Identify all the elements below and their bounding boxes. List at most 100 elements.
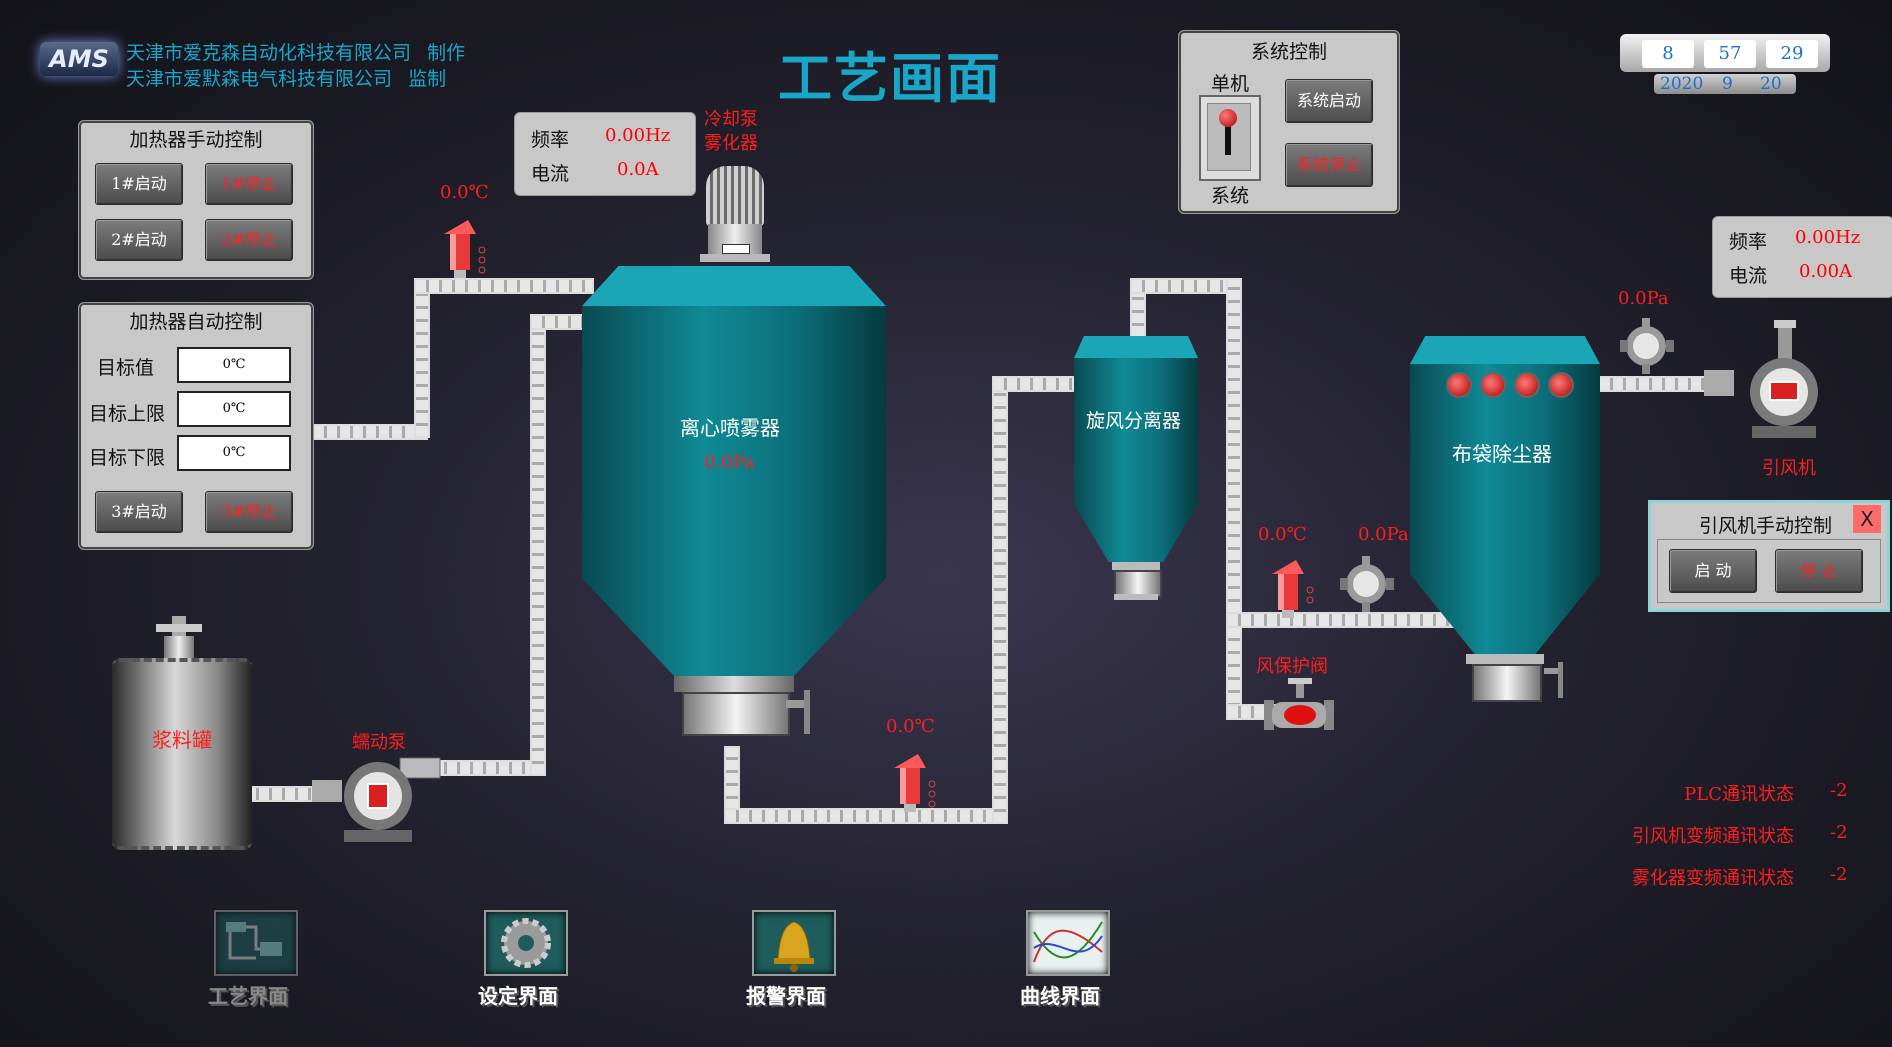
sprayer-pressure: 0.0Pa [704,452,755,473]
status-label-fan-vfd: 引风机变频通讯状态 [1632,826,1794,847]
cyclone-label: 旋风分离器 [1086,410,1182,432]
atomizer-current-label: 电流 [531,163,570,185]
fan-start-button[interactable]: 启 动 [1669,549,1757,593]
nav-process[interactable]: 工艺界面 [208,910,308,1010]
fan-current-value: 0.00A [1799,261,1853,282]
clock-day: 20 [1760,74,1782,94]
slurry-tank-label: 浆料罐 [152,728,212,752]
protect-valve-icon[interactable] [1264,678,1334,734]
system-mode-label: 系统 [1211,185,1250,207]
pipe-bag-to-fan [1598,376,1716,392]
company-line-2: 天津市爱默森电气科技有限公司 监制 [126,64,446,91]
fan-stop-button[interactable]: 停 止 [1775,549,1863,593]
bag-filter-label: 布袋除尘器 [1452,442,1552,466]
slurry-tank[interactable] [112,616,252,850]
upper-limit-label: 目标上限 [89,403,166,425]
pipe-heater-out [312,424,428,440]
mid-pressure-sensor-icon [1340,556,1394,612]
heater-2-start-button[interactable]: 2#启动 [95,219,183,261]
company-line-1: 天津市爱克森自动化科技有限公司 制作 [126,38,465,65]
pipe-pump-riser [530,314,546,776]
gear-icon [484,910,568,976]
pump-label: 蠕动泵 [352,732,406,753]
protect-valve-label: 风保护阀 [1256,656,1328,677]
fan-pressure-sensor-icon [1620,318,1674,374]
bag-filter[interactable] [1410,336,1600,710]
atomizer-motor-icon[interactable] [700,164,770,264]
pipe-cyclone-out-down [1226,278,1242,718]
lower-limit-label: 目标下限 [89,447,166,469]
fan-label: 引风机 [1762,458,1816,479]
pipe-cyclone-riser [992,376,1008,824]
clock-second: 29 [1766,40,1818,68]
atomizer-label: 冷却泵 雾化器 [704,109,758,154]
sprayer-label: 离心喷雾器 [680,416,780,440]
mode-selector-switch[interactable] [1199,95,1261,181]
heater-3-start-button[interactable]: 3#启动 [95,491,183,533]
fan-freq-label: 频率 [1729,231,1768,253]
nav-alarm[interactable]: 报警界面 [746,910,846,1010]
heater-manual-title: 加热器手动控制 [129,129,263,151]
lower-limit-field[interactable]: 0℃ [177,435,291,471]
supervisor-role: 监制 [408,68,447,90]
fan-manual-close-button[interactable]: X [1853,505,1881,533]
pipe-cyclone-in [992,376,1076,392]
fan-readout: 频率 0.00Hz 电流 0.00A [1712,216,1892,298]
heater-auto-panel: 加热器自动控制 目标值 0℃ 目标上限 0℃ 目标下限 0℃ 3#启动 3#停止 [78,302,314,550]
heater-1-start-button[interactable]: 1#启动 [95,163,183,205]
fan-current-label: 电流 [1729,265,1768,287]
clock: 8 57 29 2020 9 20 [1620,34,1830,98]
fan-freq-value: 0.00Hz [1795,227,1861,248]
system-control-panel: 系统控制 单机 系统 系统启动 系统停止 [1178,30,1400,214]
status-value-atomizer-vfd: -2 [1830,864,1848,885]
system-stop-button[interactable]: 系统停止 [1285,143,1373,187]
nav-settings[interactable]: 设定界面 [478,910,578,1010]
clock-hour: 8 [1642,40,1694,68]
nav-alarm-label: 报警界面 [746,984,826,1008]
fan-manual-panel: 引风机手动控制 X 启 动 停 止 [1648,500,1890,612]
clock-minute: 57 [1704,40,1756,68]
heater-auto-title: 加热器自动控制 [129,311,263,333]
status-label-atomizer-vfd: 雾化器变频通讯状态 [1632,868,1794,889]
nav-trend-label: 曲线界面 [1020,984,1100,1008]
peristaltic-pump-icon[interactable] [312,754,442,846]
system-start-button[interactable]: 系统启动 [1285,79,1373,123]
heater-manual-panel: 加热器手动控制 1#启动 1#停止 2#启动 2#停止 [78,120,314,280]
heater-1-stop-button[interactable]: 1#停止 [205,163,293,205]
atomizer-freq-value: 0.00Hz [605,125,671,146]
induced-fan-icon[interactable] [1704,320,1834,450]
fan-pressure: 0.0Pa [1618,288,1669,309]
company-logo: AMS [40,42,118,76]
status-label-plc: PLC通讯状态 [1684,784,1794,805]
fan-manual-title: 引风机手动控制 [1699,515,1833,537]
centrifugal-sprayer[interactable] [582,266,886,746]
nav-process-label: 工艺界面 [208,984,288,1008]
target-value-field[interactable]: 0℃ [177,347,291,383]
single-mode-label: 单机 [1211,73,1250,95]
pipe-heater-top [414,278,594,294]
atomizer-freq-label: 频率 [531,129,570,151]
heater-2-stop-button[interactable]: 2#停止 [205,219,293,261]
mid-pressure: 0.0Pa [1358,524,1409,545]
target-label: 目标值 [97,357,155,379]
clock-month: 9 [1722,74,1733,94]
chart-icon [1026,910,1110,976]
heater-3-stop-button[interactable]: 3#停止 [205,491,293,533]
system-control-title: 系统控制 [1250,41,1327,63]
maker-company: 天津市爱克森自动化科技有限公司 [126,42,412,64]
clock-year: 2020 [1660,74,1704,94]
status-value-plc: -2 [1830,780,1848,801]
cyclone-separator[interactable] [1074,336,1198,606]
atomizer-current-value: 0.0A [617,159,659,180]
nav-trend[interactable]: 曲线界面 [1020,910,1120,1010]
logo-text: AMS [49,45,109,73]
bottom-temperature: 0.0℃ [886,716,935,737]
supervisor-company: 天津市爱默森电气科技有限公司 [126,68,393,90]
inlet-temperature-sensor-icon [436,220,486,278]
upper-limit-field[interactable]: 0℃ [177,391,291,427]
page-title: 工艺画面 [778,47,1002,110]
process-icon [214,910,298,976]
atomizer-readout: 频率 0.00Hz 电流 0.0A [514,112,696,196]
inlet-temperature: 0.0℃ [440,182,489,203]
pipe-heater-riser [414,278,430,438]
